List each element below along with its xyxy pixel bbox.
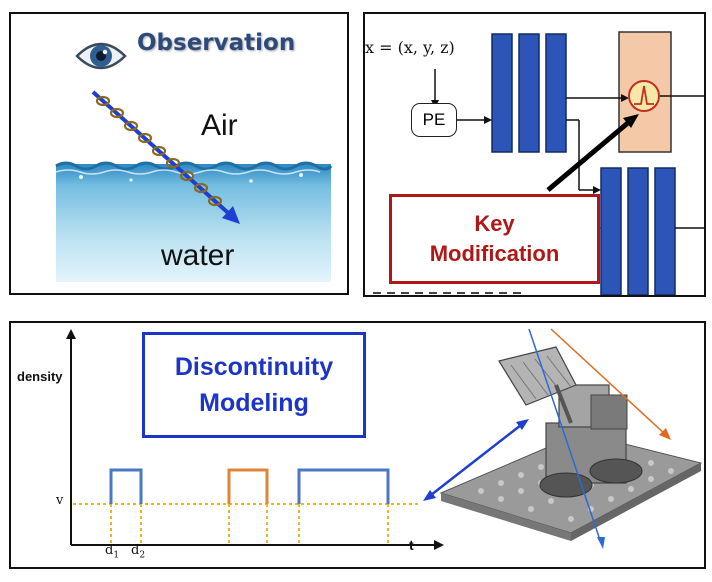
input-formula: x = (x, y, z) — [365, 38, 455, 57]
ray-blue — [528, 328, 602, 544]
tick-d1: d1 — [105, 543, 119, 561]
pulse-2 — [227, 468, 269, 504]
lego-model-render — [439, 346, 703, 541]
tick-d1-sub: 1 — [113, 550, 120, 561]
tick-d2: d2 — [131, 543, 145, 561]
key-line-1: Key — [474, 211, 515, 236]
ray-orange — [550, 328, 667, 436]
density-plot — [66, 328, 703, 550]
level-label: v — [56, 493, 64, 508]
positional-encoding-box: PE — [411, 103, 457, 137]
sample-points — [95, 95, 223, 207]
observation-ray — [91, 90, 240, 224]
y-axis-label: density — [17, 369, 63, 384]
mlp-block-1 — [491, 33, 567, 153]
pulse-boundaries — [110, 504, 389, 545]
discontinuity-modeling-box: Discontinuity Modeling — [142, 332, 366, 438]
plot-axes — [66, 329, 444, 550]
pulse-3 — [297, 468, 390, 504]
tick-d2-sub: 2 — [139, 550, 146, 561]
key-modification-box: Key Modification — [389, 194, 600, 284]
spike-activation-icon — [628, 80, 660, 112]
x-axis-label: t — [409, 537, 414, 553]
observation-illustration — [55, 42, 333, 282]
density-panel: Discontinuity Modeling density t v d1 d2 — [9, 321, 706, 569]
tick-d1-main: d — [105, 543, 114, 558]
pulse-1 — [109, 468, 143, 504]
eye-icon — [75, 42, 127, 70]
key-line-2: Modification — [429, 241, 560, 266]
observation-panel: Observation Air water — [9, 12, 349, 295]
discontinuity-title-line-2: Modeling — [199, 389, 309, 417]
correspondence-arrow — [423, 419, 529, 501]
observation-title: Observation — [137, 30, 296, 56]
network-diagram — [373, 31, 704, 295]
key-pointer-arrow — [546, 114, 639, 192]
network-panel: x = (x, y, z) PE Key Modification — [363, 12, 706, 297]
label-water: water — [161, 239, 235, 272]
tick-d2-main: d — [131, 543, 140, 558]
discontinuity-title-line-1: Discontinuity — [174, 353, 334, 381]
mlp-block-2 — [600, 167, 676, 295]
label-air: Air — [201, 109, 238, 142]
